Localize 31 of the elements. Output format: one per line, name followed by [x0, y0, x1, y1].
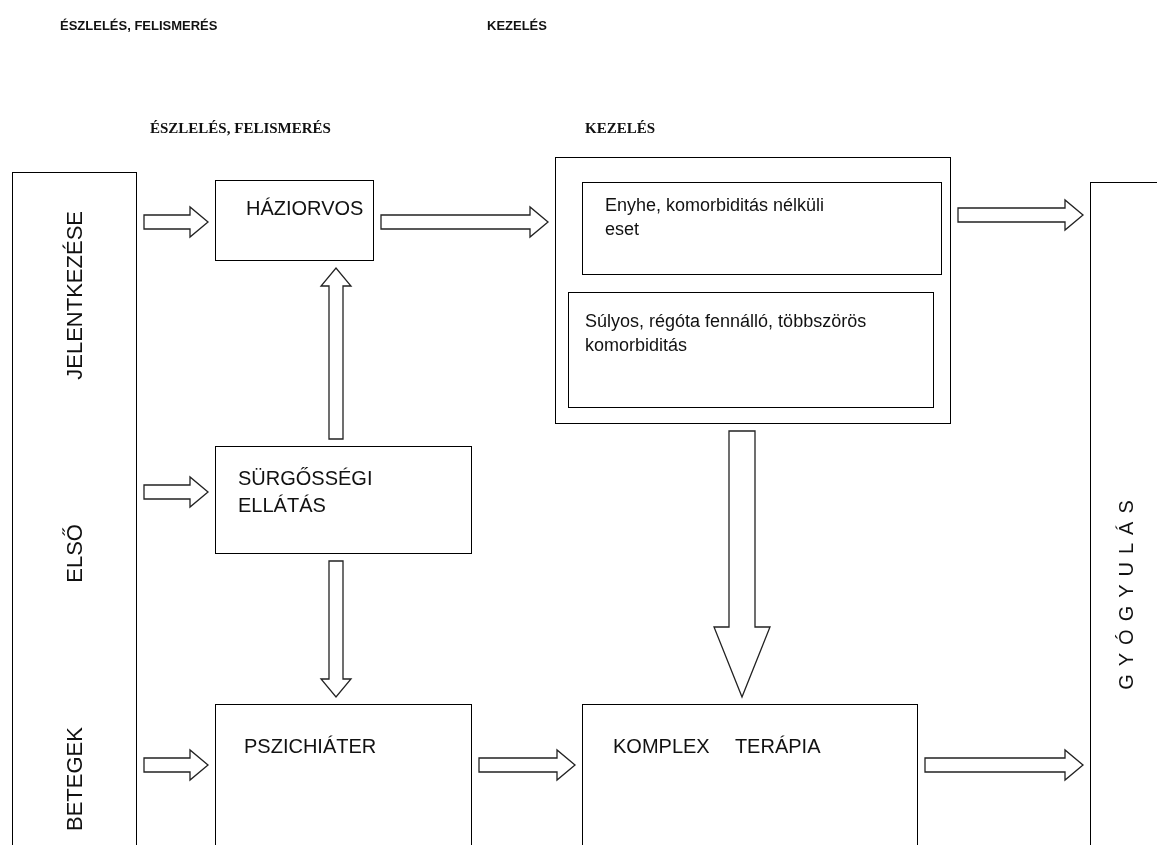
node-label: BETEGEK ELSŐ JELENTKEZÉSE: [61, 211, 88, 831]
process-box: [1090, 182, 1157, 845]
block-arrow: [319, 560, 353, 698]
block-arrow: [143, 748, 209, 782]
node-label: KOMPLEX TERÁPIA: [613, 734, 821, 759]
block-arrow: [924, 748, 1084, 782]
block-arrow: [957, 198, 1084, 232]
process-box: [582, 704, 918, 845]
node-label: GYÓGYULÁS: [1114, 491, 1138, 691]
node-label: HÁZIORVOS: [246, 196, 364, 221]
block-arrow: [319, 267, 353, 440]
process-box: [215, 446, 472, 554]
node-label: Súlyos, régóta fennálló, többszörös komorbiditás: [585, 310, 868, 358]
process-box: [12, 172, 137, 845]
column-heading: ÉSZLELÉS, FELISMERÉS: [150, 120, 331, 137]
group-box: [555, 157, 951, 424]
block-arrow: [478, 748, 576, 782]
node-label: SÜRGŐSSÉGI ELLÁTÁS: [238, 466, 374, 518]
process-box: [582, 182, 942, 275]
process-box: [215, 704, 472, 845]
node-label: Enyhe, komorbiditás nélküli eset: [605, 194, 826, 242]
process-box: [568, 292, 934, 408]
block-arrow: [713, 430, 771, 699]
column-heading: ÉSZLELÉS, FELISMERÉS: [60, 18, 218, 33]
column-heading: KEZELÉS: [487, 18, 547, 33]
column-heading: KEZELÉS: [585, 120, 656, 137]
block-arrow: [143, 475, 209, 509]
process-box: [215, 180, 374, 261]
block-arrow: [380, 205, 549, 239]
node-label: PSZICHIÁTER: [244, 734, 377, 759]
block-arrow: [143, 205, 209, 239]
